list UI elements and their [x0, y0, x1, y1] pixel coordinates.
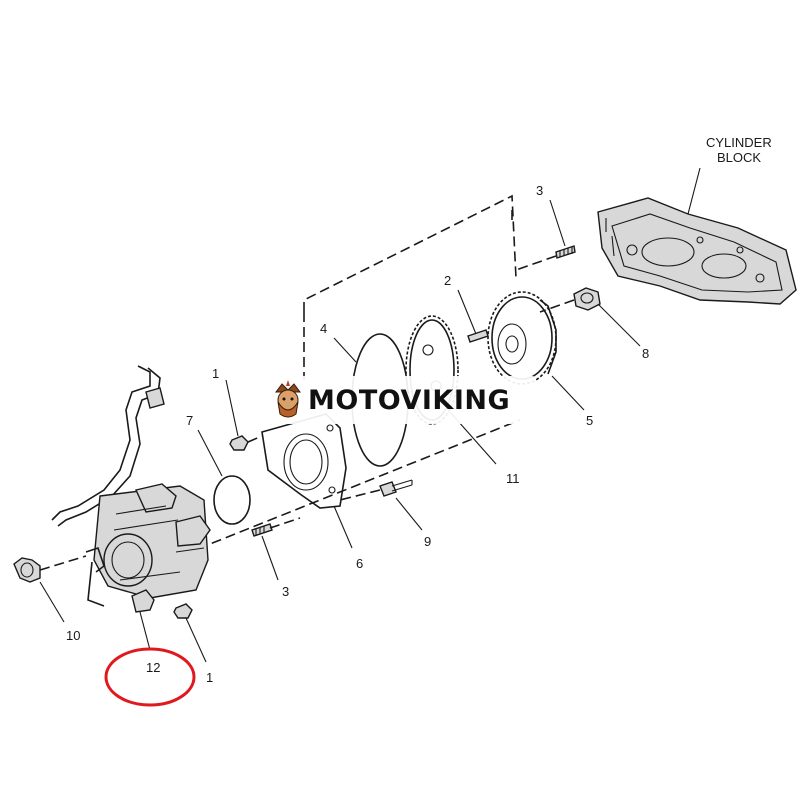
nut-part-1-lower — [173, 603, 207, 663]
viking-mascot-icon — [275, 380, 301, 418]
callout-8: 8 — [642, 346, 649, 361]
assembly-bracket — [303, 194, 517, 380]
banjo-bolt-part-10 — [13, 555, 87, 623]
leader-part-12 — [139, 611, 151, 651]
stud-part-3-upper — [515, 199, 576, 271]
callout-11: 11 — [506, 471, 520, 486]
adapter-plate-part-6 — [261, 413, 353, 549]
gasket-part-7 — [197, 429, 251, 525]
stud-part-3-lower — [251, 517, 301, 581]
callout-3-upper: 3 — [536, 183, 543, 198]
bolt-part-9 — [339, 479, 423, 531]
callout-4: 4 — [320, 321, 327, 336]
cylinder-block-label-line1: CYLINDER — [706, 135, 772, 150]
callout-1-upper: 1 — [212, 366, 219, 381]
callout-12: 12 — [146, 660, 160, 675]
watermark-text: MOTOVIKING — [308, 384, 511, 416]
callout-10: 10 — [66, 628, 80, 643]
callout-7-label: 7 — [186, 413, 193, 428]
nut-part-8 — [539, 287, 641, 347]
dowel-part-2 — [457, 289, 489, 343]
callout-2: 2 — [444, 273, 451, 288]
assembly-axis — [169, 419, 521, 561]
callout-3-lower: 3 — [282, 584, 289, 599]
highlight-circle — [104, 647, 196, 707]
nut-part-1-upper — [225, 379, 263, 451]
watermark-banner: MOTOVIKING — [262, 376, 536, 424]
callout-9: 9 — [424, 534, 431, 549]
cylinder-block-label-line2: BLOCK — [717, 150, 761, 165]
fuel-injection-pump — [51, 365, 211, 613]
callout-1-lower: 1 — [206, 670, 213, 685]
cylinder-block — [597, 167, 797, 305]
callout-6: 6 — [356, 556, 363, 571]
callout-5: 5 — [586, 413, 593, 428]
